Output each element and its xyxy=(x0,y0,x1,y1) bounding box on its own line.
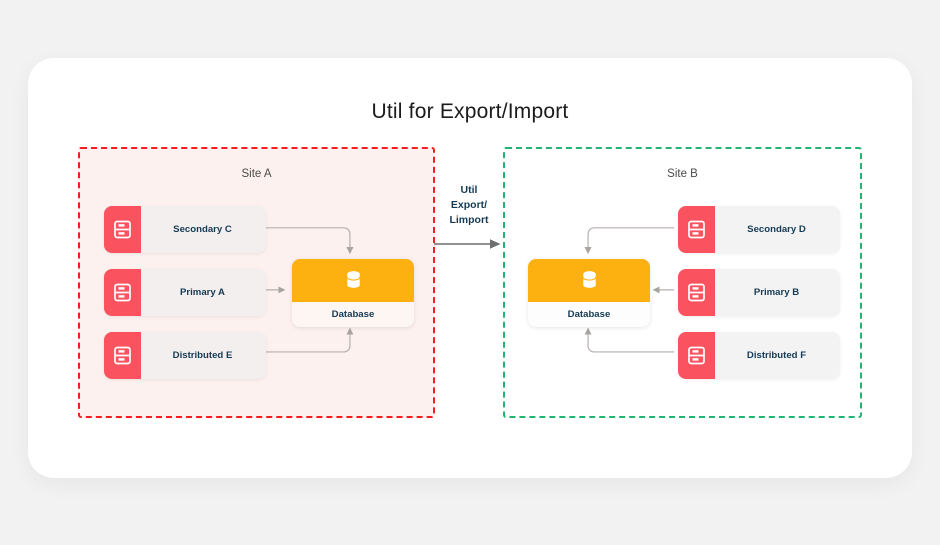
database-label: Database xyxy=(567,309,611,320)
database-node-b[interactable]: Database xyxy=(528,259,650,327)
server-rack-icon xyxy=(104,332,141,379)
site-b-connectors xyxy=(584,227,675,353)
transfer-line-2: Export/ xyxy=(450,199,488,211)
node-primary-a[interactable]: Primary A xyxy=(104,269,266,316)
database-label: Database xyxy=(331,309,375,320)
transfer-line-3: Limport xyxy=(449,214,489,226)
node-label: Distributed F xyxy=(746,350,807,361)
server-rack-icon xyxy=(104,206,141,253)
site-container-a[interactable]: Site A xyxy=(78,147,435,418)
server-rack-icon xyxy=(678,206,715,253)
transfer-arrow-icon xyxy=(434,239,501,249)
node-label: Secondary D xyxy=(747,224,806,235)
site-container-b[interactable]: Site B xyxy=(503,147,862,418)
server-rack-icon xyxy=(678,269,715,316)
site-a-connectors xyxy=(263,227,354,353)
database-cylinder-icon xyxy=(292,259,414,302)
transfer-line-1: Util xyxy=(460,184,478,196)
node-label: Primary A xyxy=(180,287,225,298)
page-title: Util for Export/Import xyxy=(371,100,569,123)
node-secondary-c[interactable]: Secondary C xyxy=(104,206,266,253)
node-primary-b[interactable]: Primary B xyxy=(678,269,840,316)
site-b-label: Site B xyxy=(667,168,698,180)
node-distributed-f[interactable]: Distributed F xyxy=(678,332,840,379)
server-rack-icon xyxy=(104,269,141,316)
diagram-card: Util for Export/Import Site A xyxy=(28,58,912,478)
node-label: Secondary C xyxy=(173,224,232,235)
database-cylinder-icon xyxy=(528,259,650,302)
node-secondary-d[interactable]: Secondary D xyxy=(678,206,840,253)
site-a-label: Site A xyxy=(241,168,272,180)
node-label: Distributed E xyxy=(172,350,233,361)
server-rack-icon xyxy=(678,332,715,379)
transfer-label: Util Export/ Limport xyxy=(435,183,503,228)
node-label: Primary B xyxy=(753,287,800,298)
database-node-a[interactable]: Database xyxy=(292,259,414,327)
node-distributed-e[interactable]: Distributed E xyxy=(104,332,266,379)
